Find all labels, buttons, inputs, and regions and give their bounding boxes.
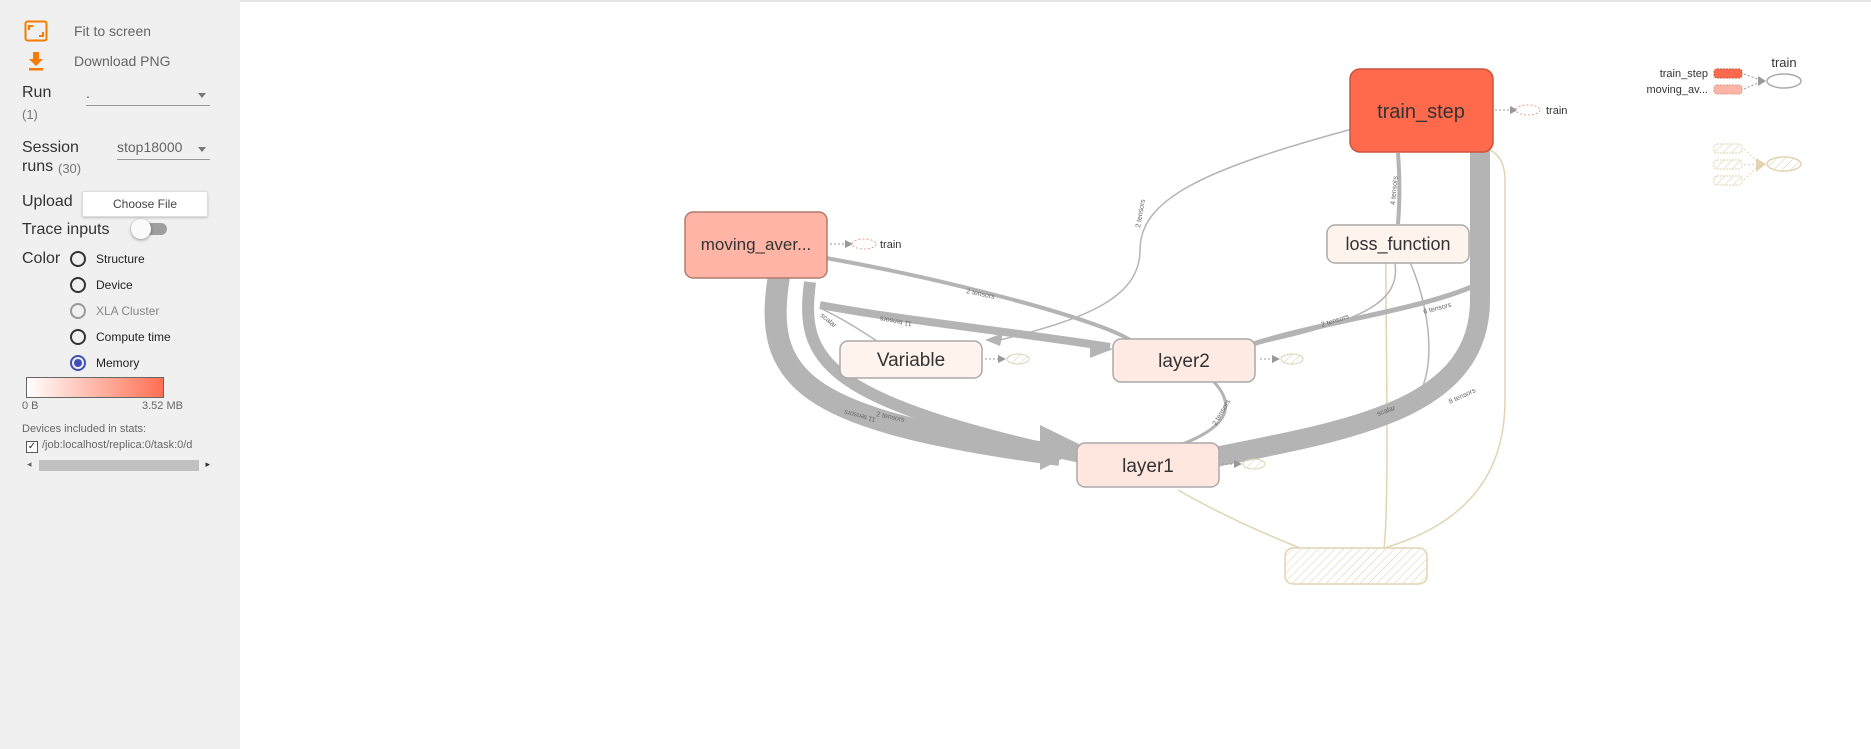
- node-layer1[interactable]: layer1: [1076, 442, 1220, 488]
- aux-label-train: train: [1546, 105, 1567, 117]
- node-label: layer1: [1122, 456, 1174, 477]
- upload-label: Upload: [22, 193, 73, 210]
- color-label: Color: [22, 250, 61, 267]
- minimap-item-train-step: train_step: [1660, 68, 1708, 80]
- device-checkbox[interactable]: ✓: [26, 441, 38, 453]
- edge-label: 8 tensors: [1448, 387, 1478, 406]
- session-runs-label-2: runs: [22, 158, 54, 175]
- aux-link-train-step: train: [1495, 104, 1567, 117]
- node-label: Variable: [877, 350, 945, 371]
- hatched-group-node[interactable]: [1284, 547, 1428, 585]
- download-png-label: Download PNG: [74, 53, 171, 69]
- node-label: loss_function: [1345, 234, 1450, 255]
- color-structure-radio[interactable]: [70, 251, 86, 267]
- node-variable[interactable]: Variable: [839, 340, 983, 379]
- edge-arrows: [985, 333, 1113, 470]
- devices-title: Devices included in stats:: [22, 423, 147, 435]
- node-train-step[interactable]: train_step: [1349, 68, 1494, 153]
- node-loss-function[interactable]: loss_function: [1326, 224, 1470, 264]
- chevron-down-icon: [198, 147, 206, 152]
- memory-scale-min: 0 B: [22, 400, 39, 412]
- edge-label: 2 tensors: [1320, 313, 1350, 329]
- session-runs-count: (30): [58, 161, 82, 176]
- dataflow-edges: [764, 127, 1490, 468]
- aux-label-train: train: [880, 239, 901, 251]
- minimap-item-moving-average: moving_av...: [1646, 84, 1708, 96]
- node-label: train_step: [1377, 101, 1465, 123]
- edge-label: 4 tensors: [1390, 175, 1400, 205]
- run-label: Run: [22, 84, 52, 101]
- edge-label: 2 tensors: [1135, 198, 1147, 228]
- fit-to-screen-label: Fit to screen: [74, 23, 152, 39]
- color-device-radio[interactable]: [70, 277, 86, 293]
- fit-screen-icon: [24, 19, 48, 43]
- scroll-right-icon[interactable]: ▸: [205, 459, 210, 469]
- aux-hatched-markers: [985, 353, 1304, 470]
- session-runs-select[interactable]: stop18000: [117, 139, 210, 160]
- color-xla-cluster-radio[interactable]: [70, 303, 86, 319]
- minimap-title: train: [1771, 55, 1796, 70]
- scroll-left-icon[interactable]: ◂: [27, 459, 32, 469]
- memory-color-scale: [26, 377, 164, 398]
- download-png-button[interactable]: Download PNG: [24, 49, 171, 73]
- color-xla-cluster-label: XLA Cluster: [96, 304, 160, 318]
- color-structure-label: Structure: [96, 252, 145, 266]
- color-memory-radio[interactable]: [70, 355, 86, 371]
- fit-to-screen-button[interactable]: Fit to screen: [24, 19, 151, 43]
- scrollbar-thumb[interactable]: [39, 460, 199, 471]
- color-device-label: Device: [96, 278, 133, 292]
- color-memory-label: Memory: [96, 356, 140, 370]
- node-layer2[interactable]: layer2: [1112, 338, 1256, 383]
- download-icon: [24, 49, 48, 73]
- aux-nodes-panel: train train_step moving_av...: [1646, 55, 1802, 186]
- run-select[interactable]: .: [86, 85, 210, 106]
- edge-label: scalar: [819, 312, 838, 330]
- session-runs-value: stop18000: [117, 139, 183, 155]
- node-label: moving_aver...: [701, 235, 812, 254]
- run-select-value: .: [86, 85, 90, 101]
- node-label: layer2: [1158, 351, 1210, 372]
- top-border: [0, 0, 1871, 2]
- control-panel: Fit to screen Download PNG Run (1) . Ses…: [0, 0, 240, 749]
- choose-file-button[interactable]: Choose File: [82, 191, 208, 217]
- color-compute-time-label: Compute time: [96, 330, 171, 344]
- trace-inputs-label: Trace inputs: [22, 221, 110, 238]
- edge-label: 2 tensors: [1212, 398, 1233, 427]
- group-edges: [1177, 147, 1506, 549]
- memory-scale-max: 3.52 MB: [142, 400, 183, 412]
- device-item-label: /job:localhost/replica:0/task:0/d: [42, 439, 193, 451]
- devices-scrollbar[interactable]: ◂ ▸: [26, 459, 210, 471]
- run-count: (1): [22, 107, 38, 122]
- color-compute-time-radio[interactable]: [70, 329, 86, 345]
- chevron-down-icon: [198, 93, 206, 98]
- session-runs-label: Session: [22, 139, 79, 156]
- aux-link-moving-average: train: [830, 238, 901, 251]
- trace-inputs-toggle-knob[interactable]: [131, 219, 151, 239]
- node-moving-average[interactable]: moving_aver...: [684, 211, 828, 279]
- edge-label: 2 tensors: [966, 288, 996, 301]
